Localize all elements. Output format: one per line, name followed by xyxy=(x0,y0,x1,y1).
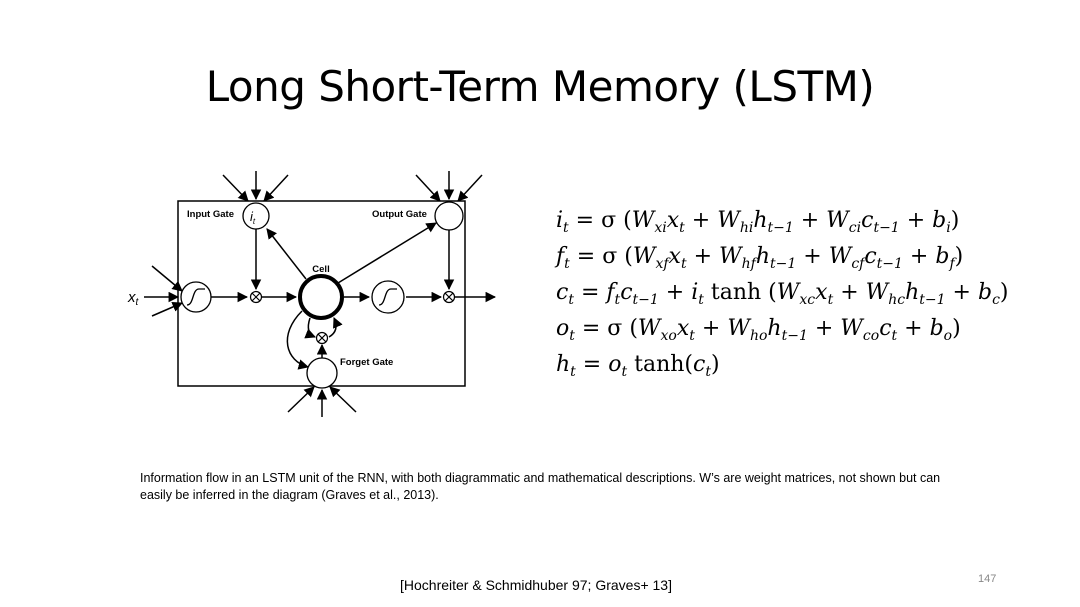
citation: [Hochreiter & Schmidhuber 97; Graves+ 13… xyxy=(400,577,672,593)
lstm-diagram: Input Gate it Output Gate Cell Forget Ga… xyxy=(127,171,497,417)
input-gate-node xyxy=(242,202,270,230)
output-gate-incoming-arrows xyxy=(415,171,483,202)
input-multiplier xyxy=(249,290,263,304)
input-gate-label: Input Gate xyxy=(187,209,234,220)
output-gate-label: Output Gate xyxy=(372,209,427,220)
equation-hidden: ht = ot tanh(ct) xyxy=(556,352,720,380)
figure-caption: Information flow in an LSTM unit of the … xyxy=(140,471,941,502)
input-gate-incoming-arrows xyxy=(222,171,289,202)
forget-gate-node xyxy=(306,357,338,389)
output-multiplier xyxy=(442,290,456,304)
input-squash-incoming-arrows xyxy=(144,265,183,317)
forget-gate-incoming-arrows xyxy=(287,386,357,417)
equation-input-gate: it = σ (Wxixt + Whiht−1 + Wcict−1 + bi) xyxy=(556,208,960,236)
page-number: 147 xyxy=(978,573,997,585)
equation-cell: ct = ftct−1 + it tanh (Wxcxt + Whcht−1 +… xyxy=(556,280,1009,308)
output-squash-node xyxy=(371,280,405,314)
slide-title: Long Short-Term Memory (LSTM) xyxy=(205,62,875,111)
main-flow-arrows xyxy=(211,222,497,370)
output-gate-node xyxy=(434,201,464,231)
cell-node xyxy=(298,274,344,320)
forget-gate-label: Forget Gate xyxy=(340,357,393,368)
equation-output-gate: ot = σ (Wxoxt + Whoht−1 + Wcoct + bo) xyxy=(556,316,961,344)
output-squash-curve-icon xyxy=(378,288,397,306)
lstm-equations: it = σ (Wxixt + Whiht−1 + Wcict−1 + bi) … xyxy=(556,203,1009,383)
input-symbol: xt xyxy=(127,289,140,308)
input-squash-node xyxy=(180,281,212,313)
input-squash-curve-icon xyxy=(186,288,205,306)
input-gate-symbol: it xyxy=(250,209,256,226)
forget-multiplier xyxy=(315,331,329,345)
equation-forget-gate: ft = σ (Wxfxt + Whfht−1 + Wcfct−1 + bf) xyxy=(556,244,964,272)
cell-label: Cell xyxy=(312,264,329,275)
